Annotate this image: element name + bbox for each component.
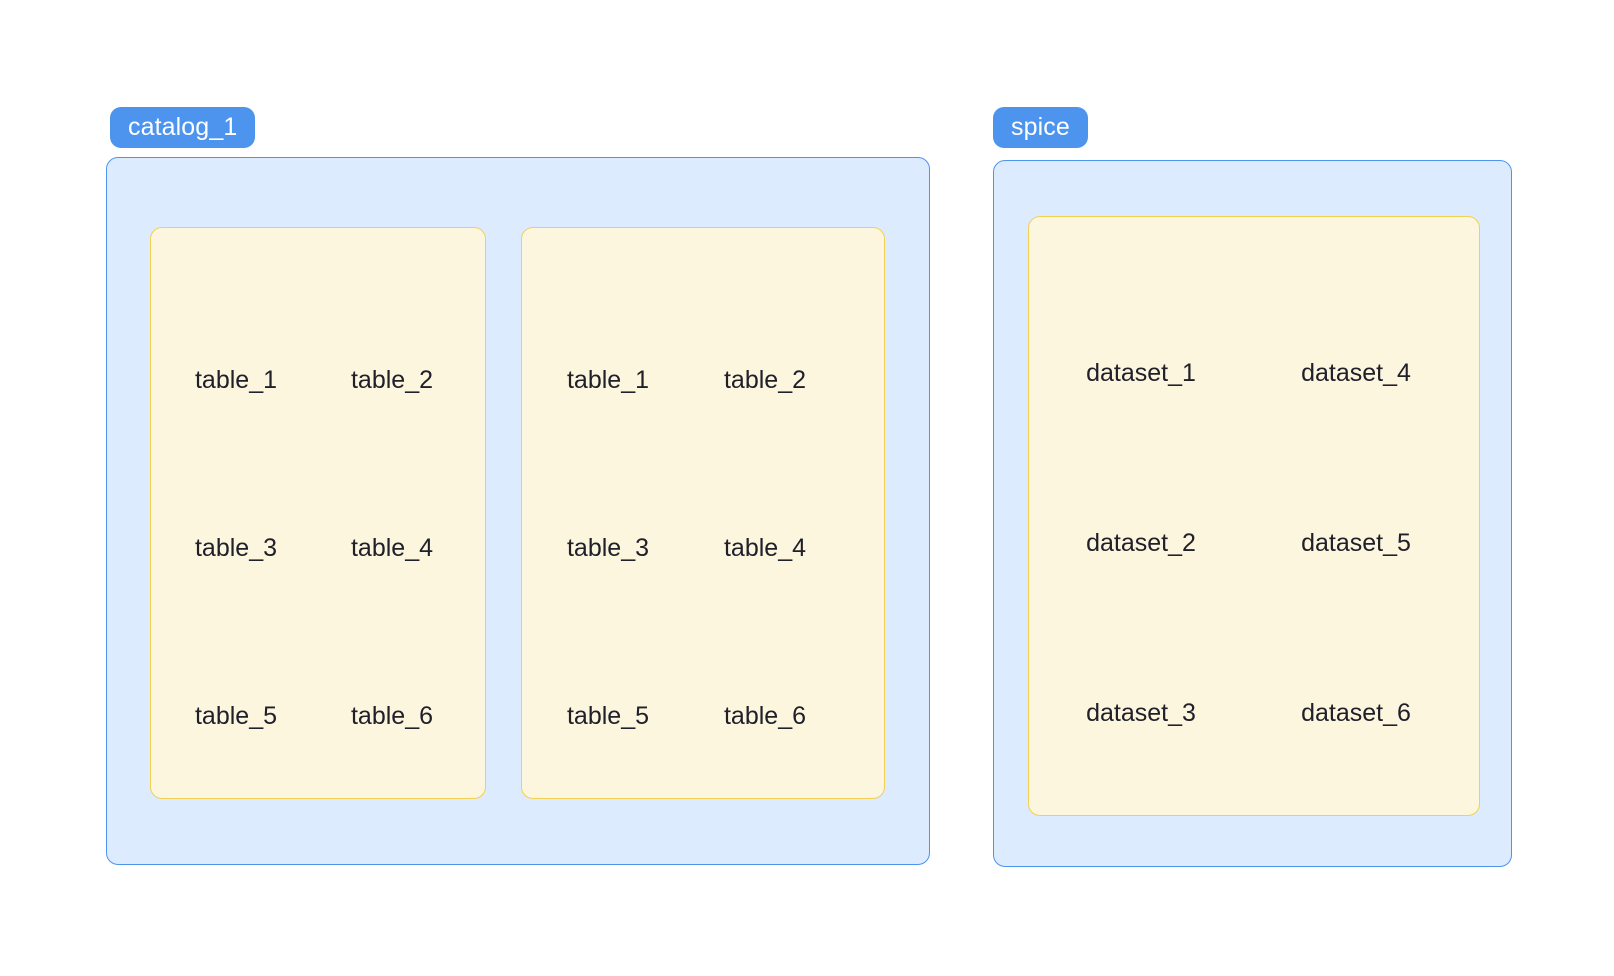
cylinder-label: table_1 xyxy=(194,366,278,394)
cylinder-label: table_2 xyxy=(723,366,807,394)
cylinder-label: table_3 xyxy=(194,534,278,562)
cylinder-label: dataset_2 xyxy=(1086,529,1196,557)
schema-panel-schema-1 xyxy=(150,227,486,799)
cylinder-label: table_3 xyxy=(566,534,650,562)
cylinder-label: dataset_3 xyxy=(1086,699,1196,727)
schema-panel-schema-2 xyxy=(521,227,885,799)
cylinder-label: dataset_6 xyxy=(1301,699,1411,727)
cylinder-label: table_5 xyxy=(194,702,278,730)
cylinder-label: table_6 xyxy=(723,702,807,730)
group-label-spice[interactable]: spice xyxy=(993,107,1088,148)
cylinder-label: table_6 xyxy=(350,702,434,730)
cylinder-label: dataset_4 xyxy=(1301,359,1411,387)
cylinder-label: table_1 xyxy=(566,366,650,394)
cylinder-label: table_5 xyxy=(566,702,650,730)
cylinder-label: table_4 xyxy=(723,534,807,562)
group-label-catalog-1[interactable]: catalog_1 xyxy=(110,107,256,148)
schema-panel-public xyxy=(1028,216,1480,816)
cylinder-label: dataset_5 xyxy=(1301,529,1411,557)
cylinder-label: table_2 xyxy=(350,366,434,394)
cylinder-label: table_4 xyxy=(350,534,434,562)
cylinder-label: dataset_1 xyxy=(1086,359,1196,387)
